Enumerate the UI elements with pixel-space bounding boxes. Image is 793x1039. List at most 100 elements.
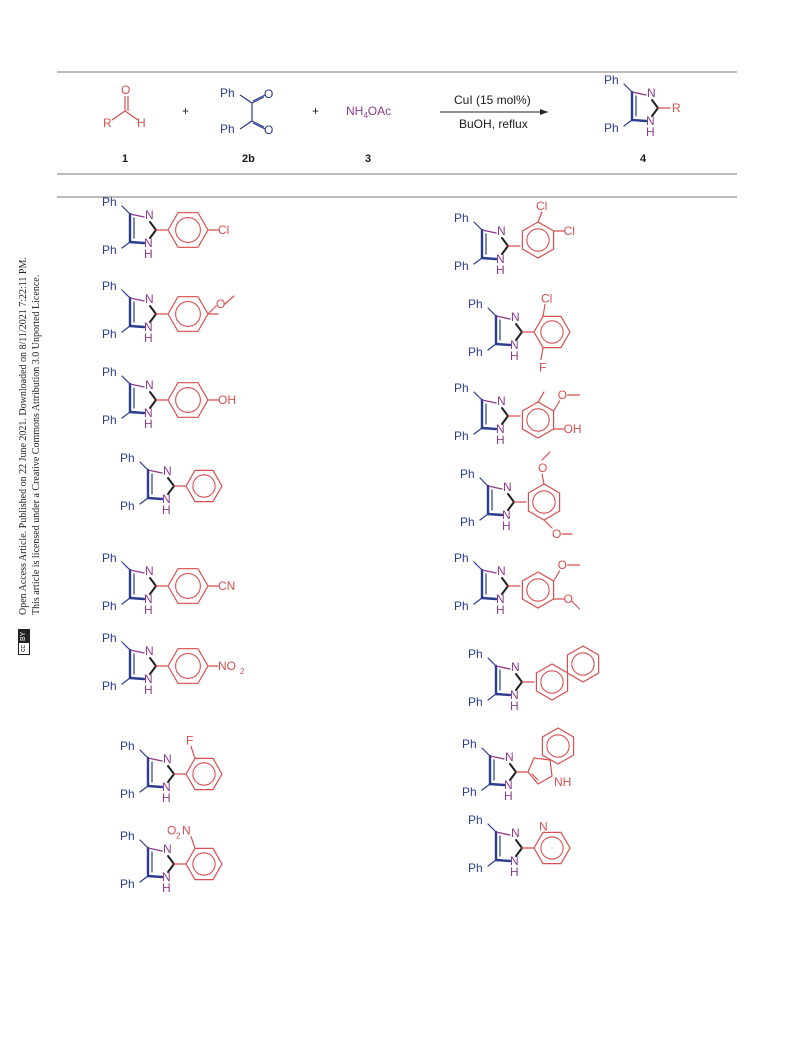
plus-sign-1: + xyxy=(182,104,189,118)
compound-label-3: 3 xyxy=(365,153,371,165)
methoxy-4-o-label: O xyxy=(564,592,573,606)
compound-label-1: 1 xyxy=(122,153,128,165)
phenyl-label-bottom: Ph xyxy=(102,599,117,613)
imidazole-n1-label: N xyxy=(144,320,153,334)
methoxy-o-label: O xyxy=(216,297,225,311)
aldehyde-1: O R H xyxy=(103,83,146,130)
imidazole-n3-label: N xyxy=(511,310,520,324)
imidazole-n3-label: N xyxy=(163,842,172,856)
methoxy-3-o-label: O xyxy=(558,558,567,572)
indole-nh-label: NH xyxy=(554,775,571,789)
imidazole-n3-label: N xyxy=(497,394,506,408)
phenyl-label-top: Ph xyxy=(468,813,483,827)
phenyl-label-bottom: Ph xyxy=(468,861,483,875)
cl-label: Cl xyxy=(218,223,229,237)
imidazole-n3-label: N xyxy=(511,826,520,840)
conditions-solvent: BuOH, reflux xyxy=(459,117,528,131)
diketone-ph-bottom: Ph xyxy=(220,122,235,136)
compound-label-2b: 2b xyxy=(242,153,255,165)
imidazole-nh-label: H xyxy=(496,433,505,447)
methoxy-2-o-label: O xyxy=(538,461,547,475)
phenyl-label-bottom: Ph xyxy=(468,345,483,359)
imidazole-n1-label: N xyxy=(496,252,505,266)
phenyl-label-bottom: Ph xyxy=(462,785,477,799)
fluoro-label: F xyxy=(186,733,193,747)
phenyl-label-top: Ph xyxy=(454,211,469,225)
imidazole-nh-label: H xyxy=(144,247,153,261)
phenyl-label-top: Ph xyxy=(102,195,117,209)
imidazole-nh-label: H xyxy=(496,603,505,617)
phenyl-label-bottom: Ph xyxy=(468,695,483,709)
phenyl-label-bottom: Ph xyxy=(120,499,135,513)
imidazole-nh-label: H xyxy=(646,125,655,139)
nitro-label: NO xyxy=(218,659,236,673)
imidazole-n1-label: N xyxy=(144,592,153,606)
reagent-3: NH4OAc xyxy=(346,104,391,120)
compound-label-4: 4 xyxy=(640,153,647,165)
imidazole-n1-label: N xyxy=(504,778,513,792)
cn-label: CN xyxy=(218,579,235,593)
imidazole-n3-label: N xyxy=(145,564,154,578)
imidazole-n3-label: N xyxy=(163,464,172,478)
imidazole-nh-label: H xyxy=(496,263,505,277)
phenyl-label-top: Ph xyxy=(454,551,469,565)
imidazole-n1-label: N xyxy=(144,672,153,686)
imidazole-nh-label: H xyxy=(510,699,519,713)
ortho-nitro-sub: 2 xyxy=(176,831,181,840)
imidazole-n3-label: N xyxy=(145,378,154,392)
phenyl-label-top: Ph xyxy=(454,381,469,395)
phenyl-label-top: Ph xyxy=(120,739,135,753)
phenyl-label-bottom: Ph xyxy=(102,327,117,341)
imidazole-nh-label: H xyxy=(162,791,171,805)
phenyl-label-top: Ph xyxy=(102,279,117,293)
imidazole-n1-label: N xyxy=(144,236,153,250)
imidazole-n1-label: N xyxy=(496,592,505,606)
imidazole-n3-label: N xyxy=(145,644,154,658)
phenyl-label-top: Ph xyxy=(462,737,477,751)
oh-label: OH xyxy=(218,393,236,407)
imidazole-nh-label: H xyxy=(504,789,513,803)
phenyl-label-top: Ph xyxy=(468,647,483,661)
imidazole-n1-label: N xyxy=(510,854,519,868)
phenyl-label-top: Ph xyxy=(468,297,483,311)
ortho-nitro-o-label: O xyxy=(167,823,176,837)
imidazole-n3-label: N xyxy=(511,660,520,674)
diketone-o-top: O xyxy=(264,87,273,101)
imidazole-n1-label: N xyxy=(162,780,171,794)
imidazole-n1-label: N xyxy=(496,422,505,436)
imidazole-nh-label: H xyxy=(144,417,153,431)
chloro-4-label: Cl xyxy=(564,224,575,238)
imidazole-n1-label: N xyxy=(144,406,153,420)
chloro-2-label: Cl xyxy=(541,291,552,305)
imidazole-nh-label: H xyxy=(144,331,153,345)
imidazole-n3-label: N xyxy=(497,224,506,238)
phenyl-label-top: Ph xyxy=(120,829,135,843)
plus-sign-2: + xyxy=(312,104,319,118)
imidazole-nh-label: H xyxy=(144,683,153,697)
aldehyde-h-label: H xyxy=(137,116,146,130)
imidazole-n3-label: N xyxy=(163,752,172,766)
imidazole-n1-label: N xyxy=(502,508,511,522)
phenyl-label-top: Ph xyxy=(102,551,117,565)
imidazole-nh-label: H xyxy=(162,881,171,895)
imidazole-nh-label: H xyxy=(162,503,171,517)
phenyl-label-bottom: Ph xyxy=(120,787,135,801)
imidazole-n3-label: N xyxy=(145,208,154,222)
diketone-ph-top: Ph xyxy=(220,86,235,100)
diketone-o-bottom: O xyxy=(264,123,273,137)
phenyl-label-top: Ph xyxy=(604,73,619,87)
reaction-arrow xyxy=(440,109,548,115)
methoxy-5-o-label: O xyxy=(552,527,561,541)
aldehyde-r-label: R xyxy=(103,116,112,130)
imidazole-nh-label: H xyxy=(510,349,519,363)
